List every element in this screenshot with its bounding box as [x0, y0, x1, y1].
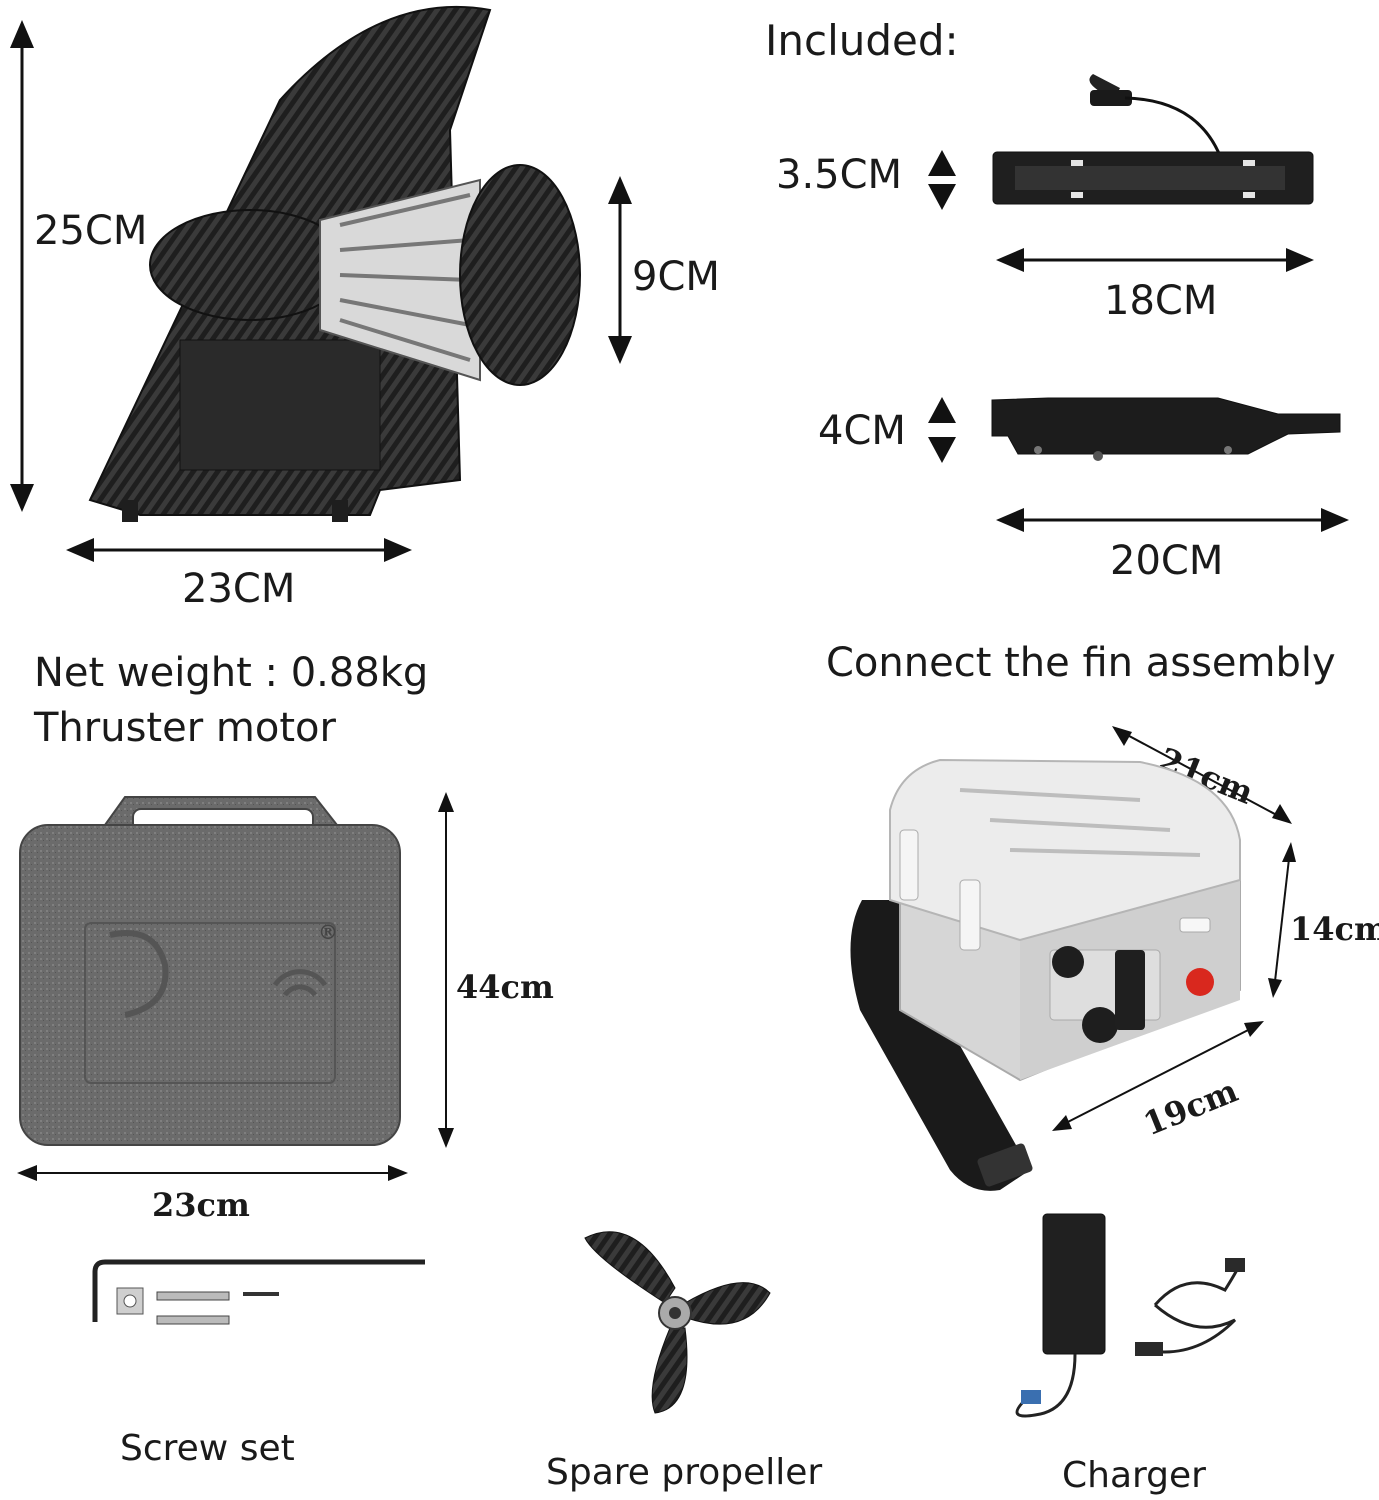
fin-bottom-height-label: 4CM — [818, 408, 906, 454]
charger-image — [1015, 1213, 1245, 1418]
motor-name: Thruster motor — [34, 705, 336, 751]
case-logo-mark: ® — [318, 920, 338, 944]
fin-top-width-label: 18CM — [1104, 278, 1218, 324]
motor-image — [88, 6, 581, 522]
battery-width-arrow — [1052, 1021, 1264, 1131]
case-height-label: 44cm — [456, 968, 554, 1006]
motor-nozzle-label: 9CM — [632, 254, 720, 300]
battery-depth-arrow — [1112, 726, 1292, 824]
fin-plate-top-image — [992, 74, 1314, 205]
case-height-arrow — [438, 792, 454, 1148]
motor-height-arrow — [10, 20, 34, 512]
battery-height-label: 14cm — [1290, 910, 1379, 948]
fin-bottom-width-label: 20CM — [1110, 538, 1224, 584]
motor-nozzle-arrow — [608, 176, 632, 364]
motor-net-weight: Net weight : 0.88kg — [34, 650, 429, 696]
fin-top-width-arrow — [996, 248, 1314, 272]
fin-top-height-arrow — [928, 150, 956, 210]
motor-height-label: 25CM — [34, 208, 148, 254]
battery-height-arrow — [1268, 842, 1296, 998]
fin-bottom-width-arrow — [996, 508, 1349, 532]
screw-set-label[interactable]: Screw set — [120, 1428, 295, 1469]
fin-caption: Connect the fin assembly — [826, 640, 1336, 686]
battery-image — [850, 758, 1241, 1191]
screw-set-image — [92, 1259, 425, 1325]
included-label: Included: — [765, 16, 959, 65]
case-width-arrow — [17, 1165, 408, 1181]
fin-bottom-height-arrow — [928, 397, 956, 463]
motor-width-arrow — [66, 538, 412, 562]
charger-label[interactable]: Charger — [1062, 1455, 1206, 1496]
motor-width-label: 23CM — [182, 566, 296, 612]
case-width-label: 23cm — [152, 1186, 250, 1224]
fin-plate-bottom-image — [991, 397, 1341, 461]
spare-propeller-image — [584, 1231, 771, 1414]
fin-top-height-label: 3.5CM — [776, 152, 903, 198]
case-image — [19, 796, 401, 1146]
spare-propeller-label[interactable]: Spare propeller — [546, 1452, 823, 1493]
